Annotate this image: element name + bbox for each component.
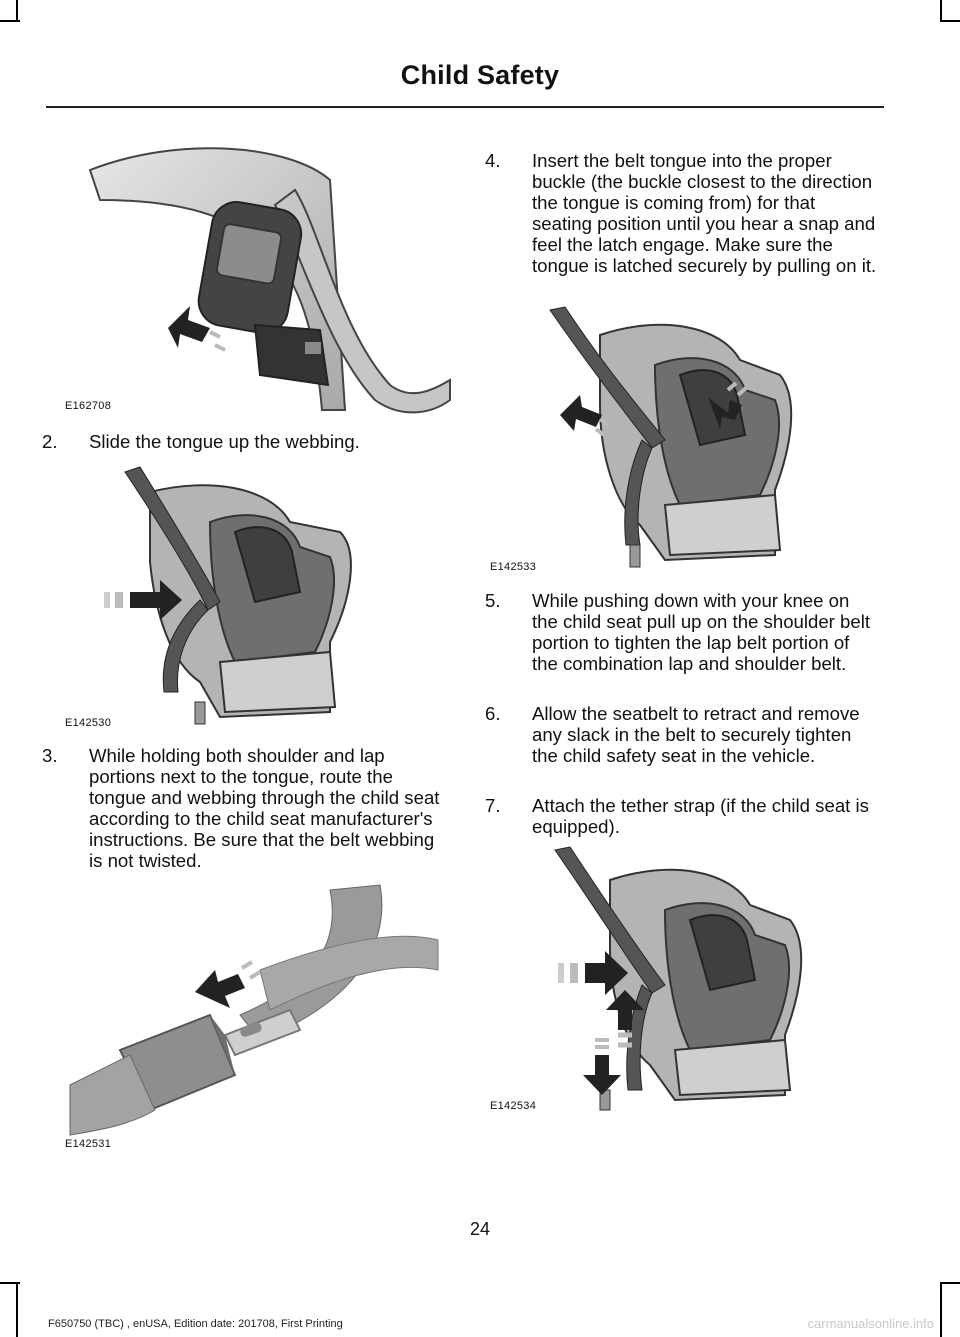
figure-child-seat-tighten: E142534 [490,845,880,1115]
crop-mark [16,0,18,22]
watermark-text: carmanualsonline.info [807,1316,934,1331]
step-number: 5. [485,590,501,611]
step-text: While holding both shoulder and lap port… [89,745,440,871]
step-text: Allow the seatbelt to retract and remove… [532,703,860,766]
step-5: 5. While pushing down with your knee on … [485,590,880,674]
figure-code: E142530 [65,717,112,729]
step-number: 2. [42,431,58,452]
step-4: 4. Insert the belt tongue into the prope… [485,150,880,276]
step-number: 7. [485,795,501,816]
step-number: 3. [42,745,58,766]
crop-mark [940,0,942,22]
figure-code: E142534 [490,1100,537,1112]
page-number: 24 [469,1219,491,1239]
step-2: 2. Slide the tongue up the webbing. [42,431,442,452]
step-7: 7. Attach the tether strap (if the child… [485,795,880,837]
header-rule [46,106,884,108]
figure-code: E142533 [490,561,537,573]
step-number: 4. [485,150,501,171]
crop-mark [16,1282,18,1337]
figure-buckle: E142531 [60,880,450,1150]
crop-mark [0,1282,20,1284]
step-text: Insert the belt tongue into the proper b… [532,150,877,276]
crop-mark [940,1282,942,1337]
figure-code: E162708 [65,400,112,412]
crop-mark [940,1282,960,1284]
edition-info: F650750 (TBC) , enUSA, Edition date: 201… [48,1318,343,1330]
step-text: While pushing down with your knee on the… [532,590,871,674]
page-title: Child Safety [400,60,560,90]
step-text: Slide the tongue up the webbing. [89,431,360,452]
figure-belt-tongue: E162708 [60,130,460,420]
figure-child-seat-buckle: E142533 [490,305,880,575]
figure-code: E142531 [65,1138,112,1150]
crop-mark [0,20,20,22]
crop-mark [940,20,960,22]
step-text: Attach the tether strap (if the child se… [532,795,869,837]
step-number: 6. [485,703,501,724]
figure-child-seat-webbing: E142530 [60,462,440,732]
step-3: 3. While holding both shoulder and lap p… [42,745,447,871]
step-6: 6. Allow the seatbelt to retract and rem… [485,703,880,766]
